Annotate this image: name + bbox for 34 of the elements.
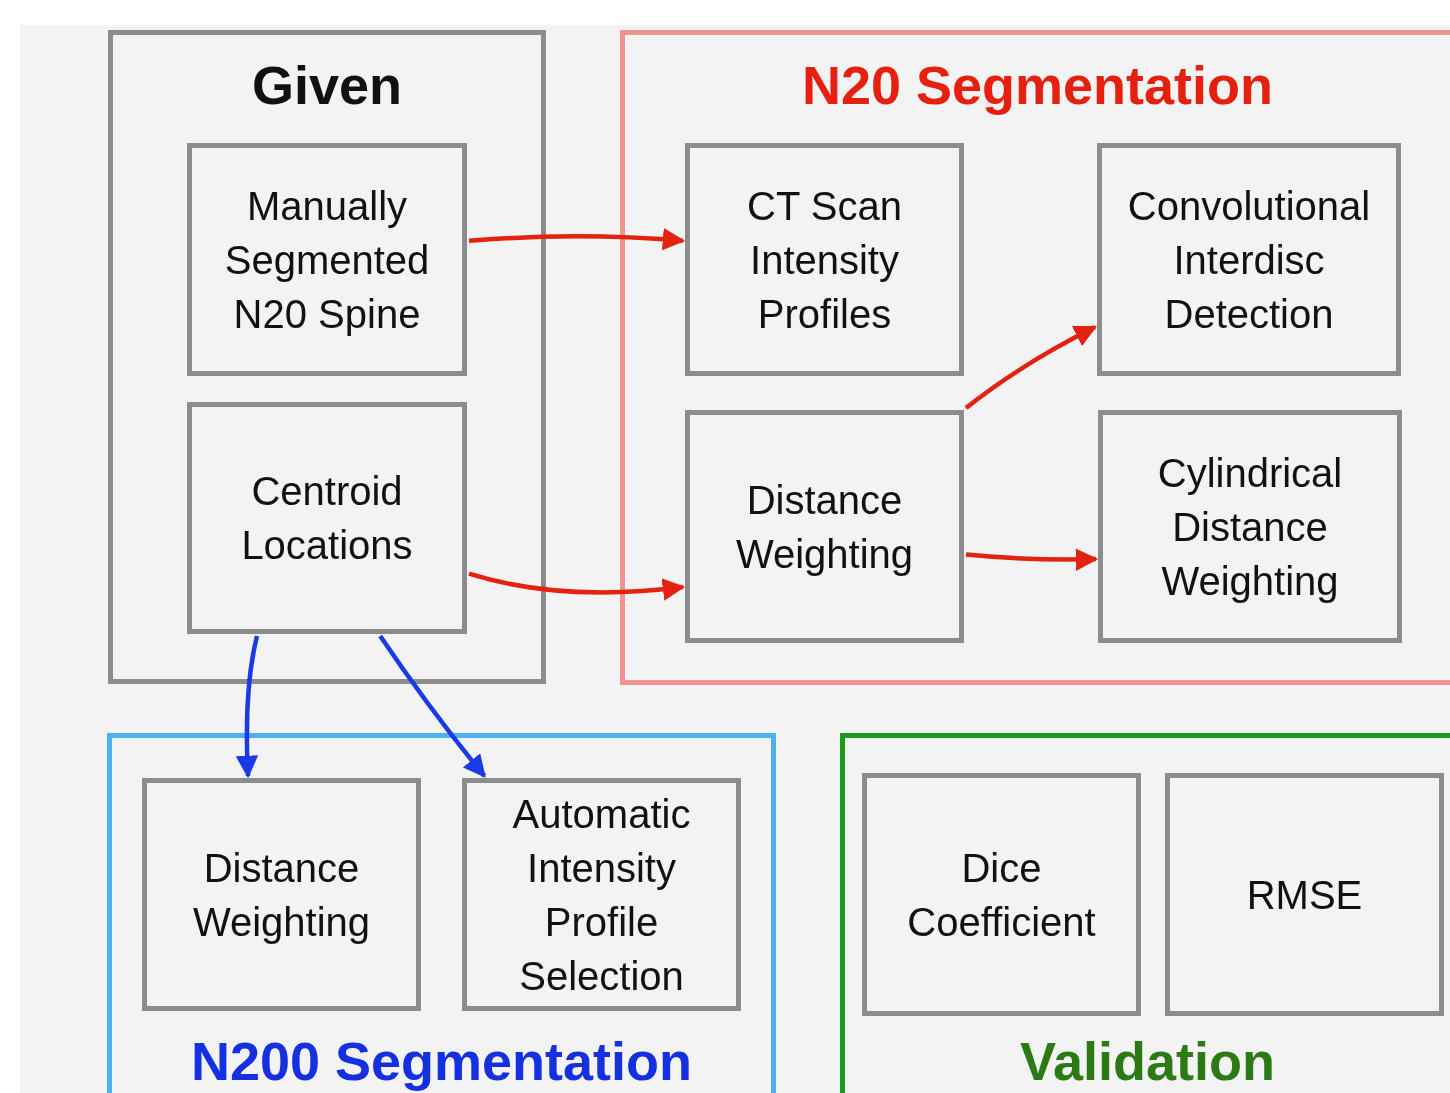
box-label: Automatic Intensity Profile Selection [511, 790, 692, 1000]
group-frame [840, 733, 1450, 1093]
group-frame [108, 30, 546, 684]
box-label: Dice Coefficient [906, 844, 1097, 946]
box-label: Cylindrical Distance Weighting [1156, 449, 1344, 605]
arrow [378, 634, 487, 778]
box-label: Convolutional Interdisc Detection [1126, 182, 1372, 338]
group-frame [107, 733, 776, 1093]
process-box [142, 778, 421, 1011]
arrow [468, 228, 686, 251]
group-title: Given [250, 55, 404, 115]
box-label: CT Scan Intensity Profiles [746, 182, 903, 338]
box-label: Centroid Locations [240, 468, 414, 569]
arrow [468, 571, 686, 601]
group-title: N200 Segmentation [189, 1031, 694, 1091]
process-box [1097, 143, 1401, 376]
process-box [187, 402, 467, 634]
process-box [1098, 410, 1402, 643]
process-box [685, 410, 964, 643]
box-label: Distance Weighting [191, 844, 372, 946]
process-box [1165, 773, 1444, 1016]
box-label: RMSE [1246, 871, 1363, 919]
box-label: Distance Weighting [734, 476, 915, 578]
box-label: Manually Segmented N20 Spine [223, 182, 431, 338]
group-title: N20 Segmentation [800, 55, 1275, 115]
arrow [964, 325, 1097, 410]
arrow [965, 548, 1099, 571]
group-frame [620, 30, 1450, 685]
process-box [462, 778, 741, 1011]
process-box [685, 143, 964, 376]
process-box [187, 143, 467, 376]
process-box [862, 773, 1141, 1016]
arrow [235, 635, 260, 779]
group-title: Validation [1018, 1031, 1277, 1091]
